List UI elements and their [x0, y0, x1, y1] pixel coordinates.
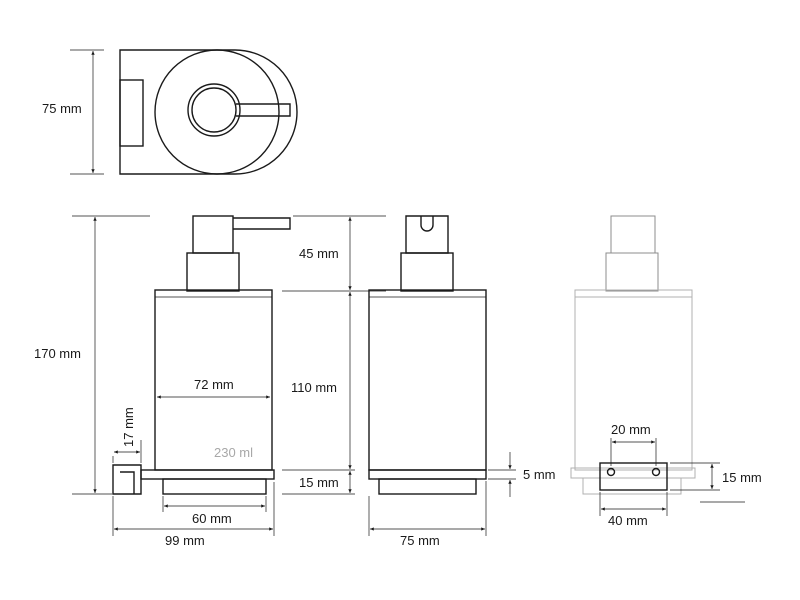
front-pump-head [192, 215, 234, 254]
back-screw-hole-right [651, 467, 661, 477]
back-hole-spacing-label: 20 mm [611, 422, 651, 437]
top-view-pump-inner-circle [191, 87, 237, 133]
back-screw-hole-left [606, 467, 616, 477]
front-capacity-label: 230 ml [214, 445, 253, 460]
back-base-foot [582, 477, 682, 495]
back-pump-head [610, 215, 656, 254]
top-view-pump-circle [187, 83, 241, 137]
top-view-height-label: 75 mm [42, 101, 82, 116]
front-body-height-label: 110 mm [291, 380, 337, 395]
back-bracket-width-label: 40 mm [608, 513, 648, 528]
front-base-foot [162, 478, 267, 495]
front-wall-bracket [112, 464, 142, 495]
front-nozzle [233, 217, 291, 230]
side-base-plate [368, 469, 487, 480]
back-bottle-body [574, 289, 693, 471]
top-view-nozzle [236, 103, 291, 117]
top-view-bottle-circle [154, 49, 280, 175]
side-collar [400, 252, 454, 292]
side-view: 5 mm 75 mm [368, 215, 556, 548]
side-nozzle-outlet [420, 216, 434, 232]
front-body-width-label: 72 mm [194, 377, 234, 392]
front-collar [186, 252, 240, 292]
top-view-outline [119, 49, 298, 175]
front-base-plate [140, 469, 275, 480]
front-total-width-label: 99 mm [165, 533, 205, 548]
back-wall-bracket [599, 462, 668, 491]
side-pump-head [405, 215, 449, 254]
front-total-height-label: 170 mm [34, 346, 81, 361]
front-base-width-label: 60 mm [192, 511, 232, 526]
back-collar [605, 252, 659, 292]
front-view: 230 ml 72 mm 17 mm 170 mm 45 mm 110 mm 1… [34, 215, 386, 548]
side-width-label: 75 mm [400, 533, 440, 548]
side-base-foot [378, 478, 477, 495]
side-lip-label: 5 mm [523, 467, 556, 482]
front-base-height-label: 15 mm [299, 475, 339, 490]
back-view: 20 mm 15 mm 40 mm [570, 215, 762, 528]
front-pump-height-label: 45 mm [299, 246, 339, 261]
back-bracket-height-label: 15 mm [722, 470, 762, 485]
top-view: 75 mm [42, 49, 298, 175]
top-view-bracket [119, 79, 144, 147]
side-bottle-body [368, 289, 487, 471]
front-bracket-label: 17 mm [121, 407, 136, 447]
